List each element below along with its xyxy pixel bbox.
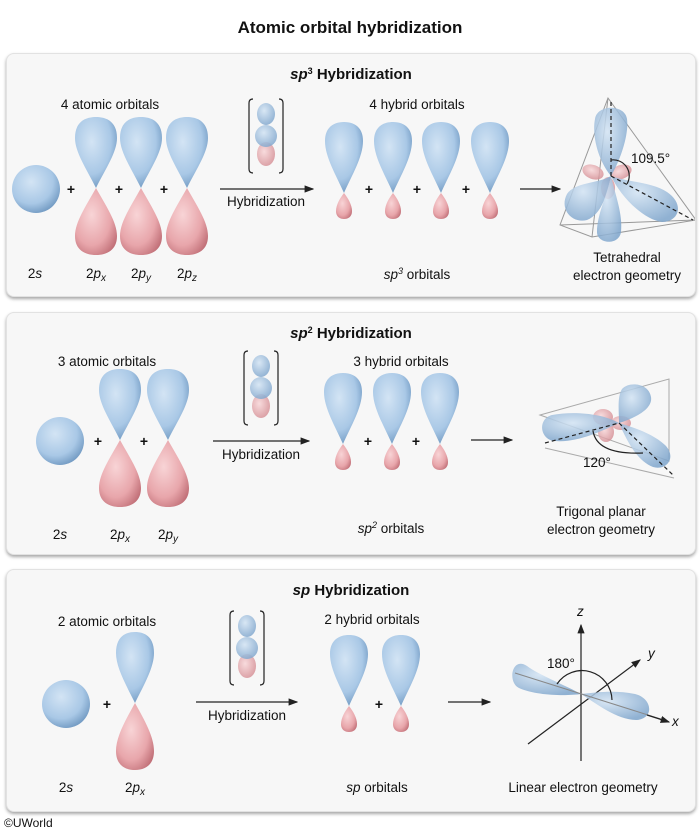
plus-sign: +	[364, 181, 374, 197]
orbital-2px	[99, 369, 141, 507]
x-axis-label: x	[672, 714, 679, 729]
figure-title: Atomic orbital hybridization	[237, 18, 463, 37]
hybrid-name-label: sp3 orbitals	[383, 266, 451, 282]
hybridization-label: Hybridization	[207, 708, 287, 723]
panel-sp3: sp3 Hybridization 4 atomic orbitals 4 hy…	[6, 53, 696, 297]
orbital-2py	[120, 117, 162, 255]
plus-sign: +	[411, 433, 421, 449]
plus-sign: +	[412, 181, 422, 197]
sp3-diagram	[12, 96, 695, 255]
sp2-diagram	[36, 350, 675, 507]
orbital-2py	[147, 369, 189, 507]
hybrid-orbital	[382, 635, 420, 732]
hybrid-orbital	[421, 373, 459, 470]
plus-sign: +	[93, 433, 103, 449]
bond-angle-label: 180°	[547, 656, 575, 671]
bond-angle-label: 120°	[583, 455, 611, 470]
bond-angle-label: 109.5°	[631, 151, 671, 166]
plus-sign: +	[102, 696, 112, 712]
orbital-2s	[36, 417, 84, 465]
hybridization-label: Hybridization	[221, 447, 301, 462]
hybrid-orbital	[330, 635, 368, 732]
orbital-label-2s: 2s	[27, 266, 43, 281]
copyright: ©UWorld	[4, 816, 53, 830]
trigonal-planar-geometry	[538, 378, 675, 479]
mixing-icon	[243, 350, 279, 426]
plus-sign: +	[114, 181, 124, 197]
hybrid-orbital	[471, 122, 509, 219]
z-axis-label: z	[577, 604, 584, 619]
panel-sp: sp Hybridization 2 atomic orbitals 2 hyb…	[6, 569, 696, 812]
orbital-2px	[116, 632, 154, 770]
hybrid-orbitals-label: 4 hybrid orbitals	[369, 97, 465, 112]
orbital-2px	[75, 117, 117, 255]
orbital-label-2s: 2s	[58, 780, 74, 795]
hybrid-orbital	[374, 122, 412, 219]
hybrid-orbital	[325, 122, 363, 219]
mixing-icon	[229, 610, 265, 686]
orbital-2pz	[166, 117, 208, 255]
sp-diagram	[42, 610, 671, 770]
orbital-label-2s: 2s	[52, 527, 68, 542]
panel-title: sp Hybridization	[292, 582, 410, 599]
panel-sp2: sp2 Hybridization 3 atomic orbitals 3 hy…	[6, 312, 696, 555]
plus-sign: +	[139, 433, 149, 449]
hybrid-orbital	[373, 373, 411, 470]
plus-sign: +	[363, 433, 373, 449]
atomic-orbitals-label: 4 atomic orbitals	[60, 97, 160, 112]
orbital-2s	[12, 165, 60, 213]
orbital-label-2px: 2px	[109, 527, 131, 545]
orbital-label-2px: 2px	[85, 266, 107, 284]
orbital-label-2py: 2py	[157, 527, 179, 545]
hybrid-name-label: sp2 orbitals	[357, 520, 425, 536]
geometry-label-line1: Linear electron geometry	[508, 780, 658, 795]
orbital-2s	[42, 680, 90, 728]
hybrid-orbitals-label: 2 hybrid orbitals	[324, 612, 420, 627]
orbital-label-2py: 2py	[130, 266, 152, 284]
panel-title: sp2 Hybridization	[290, 325, 412, 342]
atomic-orbitals-label: 2 atomic orbitals	[57, 614, 157, 629]
hybrid-orbital	[422, 122, 460, 219]
orbital-label-2px: 2px	[124, 780, 146, 798]
plus-sign: +	[159, 181, 169, 197]
linear-geometry	[512, 623, 671, 761]
atomic-orbitals-label: 3 atomic orbitals	[57, 354, 157, 369]
mixing-icon	[248, 98, 284, 174]
plus-sign: +	[374, 696, 384, 712]
tetrahedral-geometry	[559, 96, 695, 242]
hybrid-orbital	[324, 373, 362, 470]
plus-sign: +	[66, 181, 76, 197]
y-axis-label: y	[648, 646, 655, 661]
plus-sign: +	[461, 181, 471, 197]
hybrid-name-label: sp orbitals	[346, 780, 408, 795]
geometry-label-line1: Tetrahedral	[593, 250, 661, 265]
geometry-label-line1: Trigonal planar	[556, 504, 646, 519]
orbital-label-2pz: 2pz	[176, 266, 198, 284]
panel-title: sp3 Hybridization	[290, 66, 412, 83]
geometry-label-line2: electron geometry	[546, 522, 656, 537]
hybridization-label: Hybridization	[226, 194, 306, 209]
geometry-label-line2: electron geometry	[572, 268, 682, 283]
hybrid-orbitals-label: 3 hybrid orbitals	[353, 354, 449, 369]
